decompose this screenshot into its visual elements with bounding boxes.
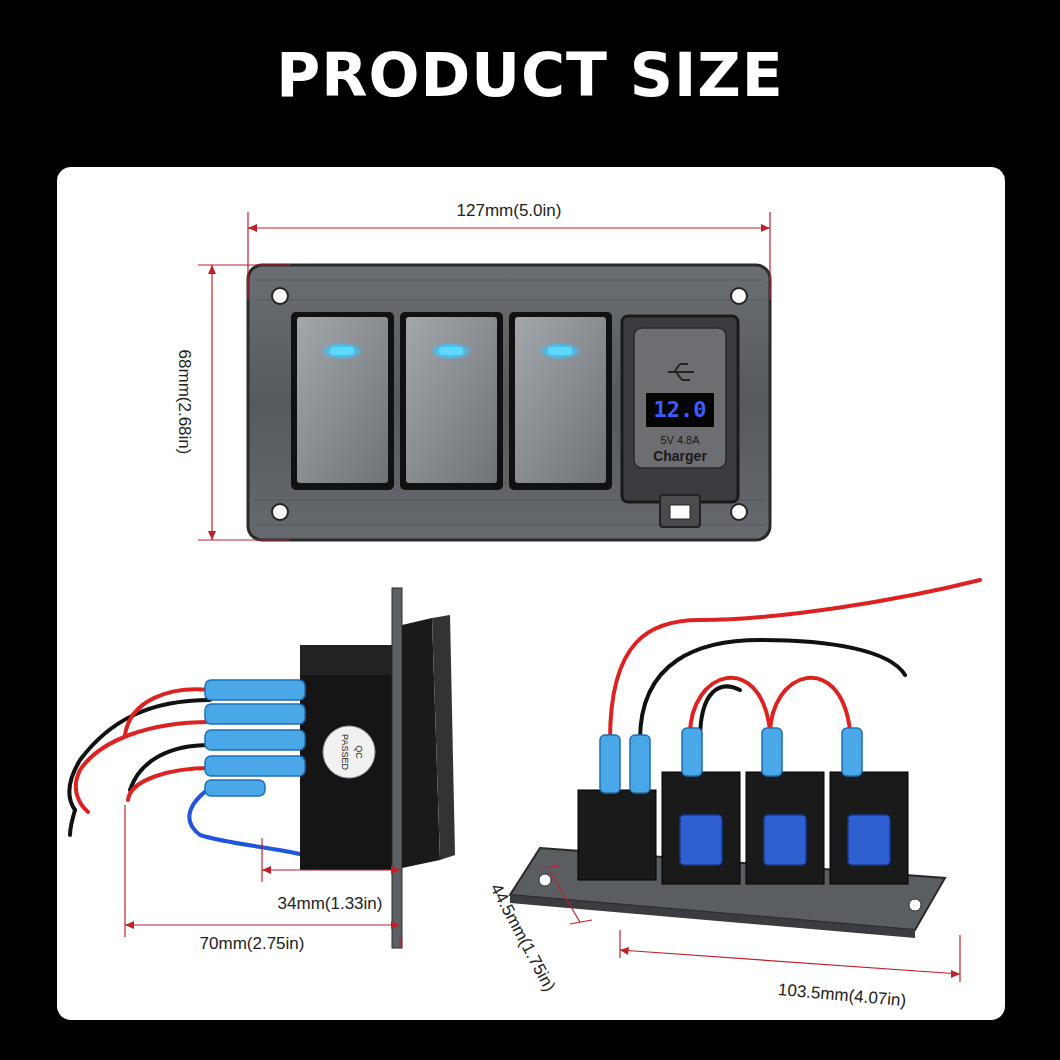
dimension-label: 68mm(2.68in) (175, 350, 194, 455)
charger-text: Charger (653, 449, 707, 464)
dimension-label: 127mm(5.0in) (457, 202, 562, 221)
sticker-text: QC (353, 745, 363, 759)
display-readout: 12.0 (654, 398, 707, 422)
dimension-label: 70mm(2.75in) (200, 935, 305, 954)
rating-text: 5V 4.8A (660, 434, 699, 446)
page-title: PRODUCT SIZE (0, 40, 1060, 110)
dimension-label: 34mm(1.33in) (278, 895, 383, 914)
sticker-text: PASSED (339, 734, 349, 770)
